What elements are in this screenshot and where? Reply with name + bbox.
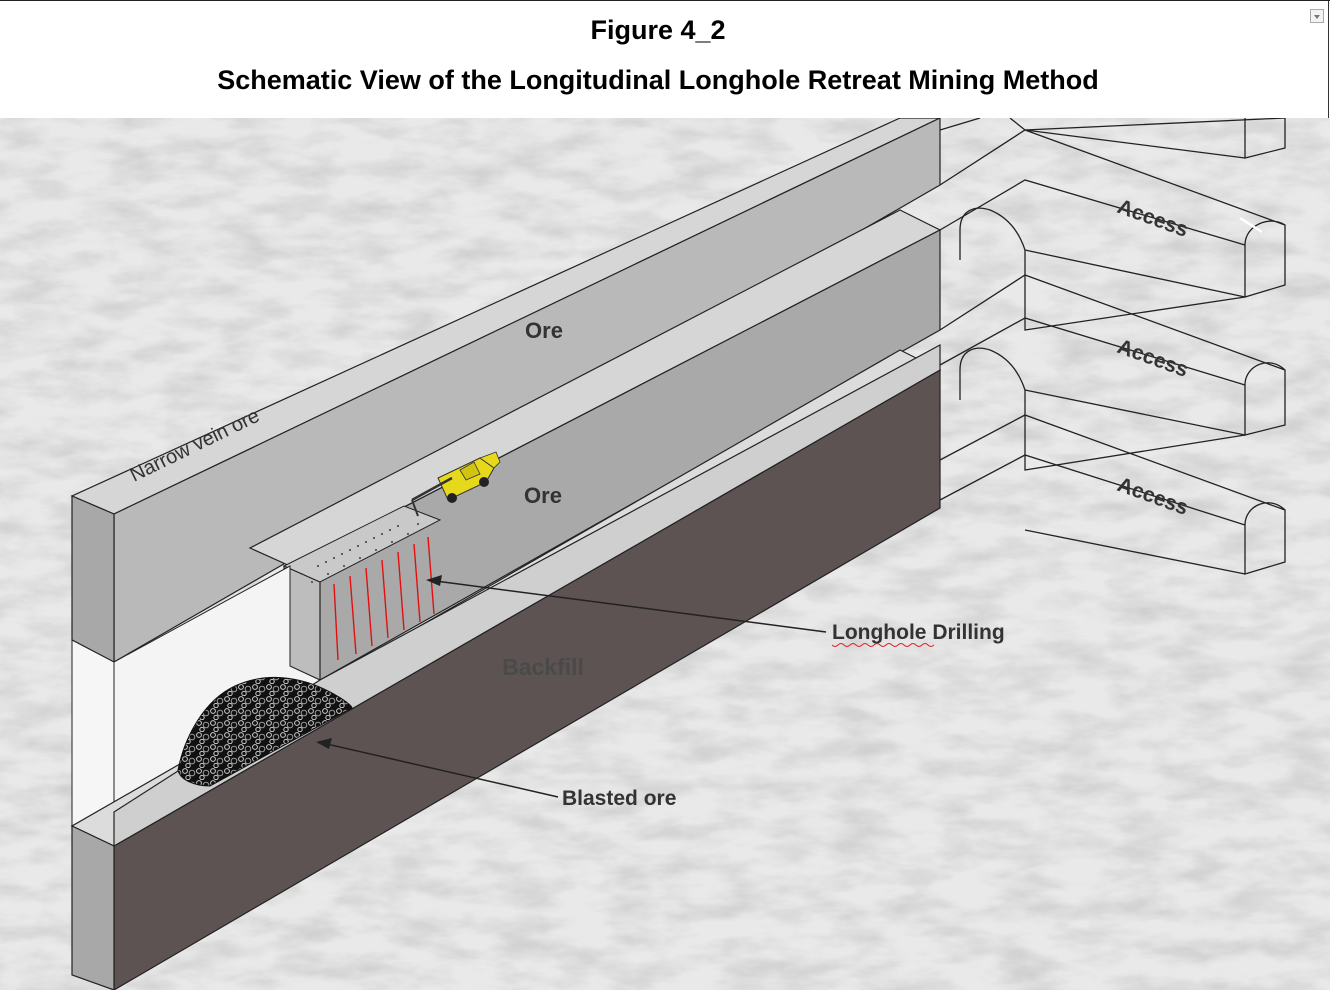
- drill-holes: [333, 536, 435, 661]
- spellcheck-underline: [831, 643, 935, 647]
- label-longhole-drilling: Longhole Drilling: [832, 621, 1005, 644]
- label-backfill: Backfill: [502, 654, 584, 680]
- drill-rig-icon: [411, 451, 501, 517]
- label-blasted-ore: Blasted ore: [562, 787, 676, 810]
- figure-header: Figure 4_2 Schematic View of the Longitu…: [0, 0, 1330, 119]
- leader-lines: [317, 579, 827, 798]
- stope-void: [71, 565, 322, 827]
- access-arrow: [1239, 216, 1263, 234]
- drill-face: [282, 505, 442, 583]
- label-ore-upper: Ore: [525, 318, 563, 343]
- arrowhead-longhole: [426, 575, 442, 586]
- middle-ore-block: [248, 209, 942, 681]
- drill-collars: [300, 522, 420, 584]
- header-border: [1328, 1, 1329, 119]
- chevron-down-icon[interactable]: [1310, 9, 1324, 23]
- figure-title: Schematic View of the Longitudinal Longh…: [217, 65, 1099, 95]
- figure-number: Figure 4_2: [590, 15, 726, 45]
- rock-pile-icon: [177, 677, 353, 787]
- access-drifts: [939, 118, 1286, 575]
- arrowhead-blasted: [316, 738, 332, 749]
- label-ore-lower: Ore: [524, 483, 562, 508]
- mining-diagram: Ore Ore Backfill Narrow vein ore Longhol…: [0, 118, 1330, 990]
